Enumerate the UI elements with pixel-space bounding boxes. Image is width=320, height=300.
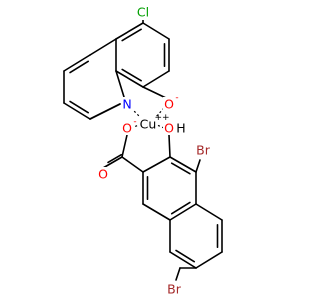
naphthalene-bond <box>195 251 223 269</box>
chlorine-atom: Cl <box>134 4 152 20</box>
bromine-bottom-atom: Br <box>165 281 183 297</box>
phenolate-oxygen-label: O <box>164 97 174 112</box>
pyridine-double-bond <box>63 54 91 72</box>
pyridine-double-bond-inner <box>69 100 90 114</box>
bromine-top-atom: Br <box>194 142 212 158</box>
naphthalene-bond <box>195 203 223 221</box>
naphthalene-double-bond <box>169 203 197 221</box>
chlorine-label: Cl <box>137 5 149 20</box>
hydroxyl-hydrogen-atom: H <box>176 121 186 136</box>
bromine-bottom-label: Br <box>167 282 182 297</box>
cu-oh-coordination <box>156 124 165 129</box>
carboxylate-charge-label: - <box>133 117 136 127</box>
naphthalene-double-bond-inner <box>175 249 196 263</box>
copper-label: Cu <box>140 117 157 132</box>
naphthalene-double-bond-inner <box>170 162 191 175</box>
naphthalene-double-bond <box>169 251 197 269</box>
carbonyl-oxygen-atom: O <box>97 167 109 182</box>
carboxyl-c-o-bond <box>121 134 128 158</box>
carboxyl-double-bond <box>102 156 123 169</box>
carboxylate-oxygen-atom: O - <box>121 117 137 136</box>
copper-charge-label: ++ <box>154 113 169 123</box>
c-oh-bond <box>168 134 171 158</box>
carboxyl-c-ring-bond <box>121 156 144 173</box>
hydroxyl-oxygen-label: O <box>164 121 174 136</box>
nitrogen-label: N <box>122 97 131 112</box>
carboxylate-oxygen-label: O <box>122 121 132 136</box>
naphthalene-bond <box>142 203 171 221</box>
atom-label-layer: Cl N O - Cu ++ O - O H <box>97 4 212 297</box>
pyridine-bond <box>89 38 117 56</box>
c-br-bond <box>175 267 181 281</box>
quinoline-bond <box>142 70 170 88</box>
hydroxyl-oxygen-atom: O <box>163 121 175 136</box>
c-o-bond <box>142 86 167 99</box>
molecule-structure-diagram: Cl N O - Cu ++ O - O H <box>63 4 223 297</box>
quinoline-bond <box>142 22 170 40</box>
nitrogen-atom: N <box>121 97 133 112</box>
phenolate-oxygen-atom: O - <box>163 93 179 112</box>
quinoline-double-bond-inner <box>121 68 142 82</box>
naphthalene-bond <box>142 156 171 173</box>
naphthalene-double-bond <box>169 156 197 173</box>
phenolate-charge-label: - <box>175 93 178 103</box>
quinoline-double-bond <box>115 22 144 40</box>
bond-layer <box>63 18 223 281</box>
bromine-top-label: Br <box>196 143 211 158</box>
quinoline-double-bond <box>115 70 144 88</box>
c-n-bond <box>115 70 125 98</box>
copper-atom: Cu ++ <box>139 113 170 132</box>
pyridine-double-bond-inner <box>69 60 90 74</box>
naphthalene-double-bond-inner <box>170 201 191 215</box>
hydroxyl-hydrogen-label: H <box>176 121 185 136</box>
carbonyl-oxygen-label: O <box>98 167 108 182</box>
pyridine-double-bond <box>63 102 91 120</box>
quinoline-double-bond-inner <box>121 28 142 42</box>
c-br-bond <box>195 159 201 173</box>
carboxyl-double-bond-inner <box>107 153 123 164</box>
pyridine-bond <box>89 103 121 120</box>
